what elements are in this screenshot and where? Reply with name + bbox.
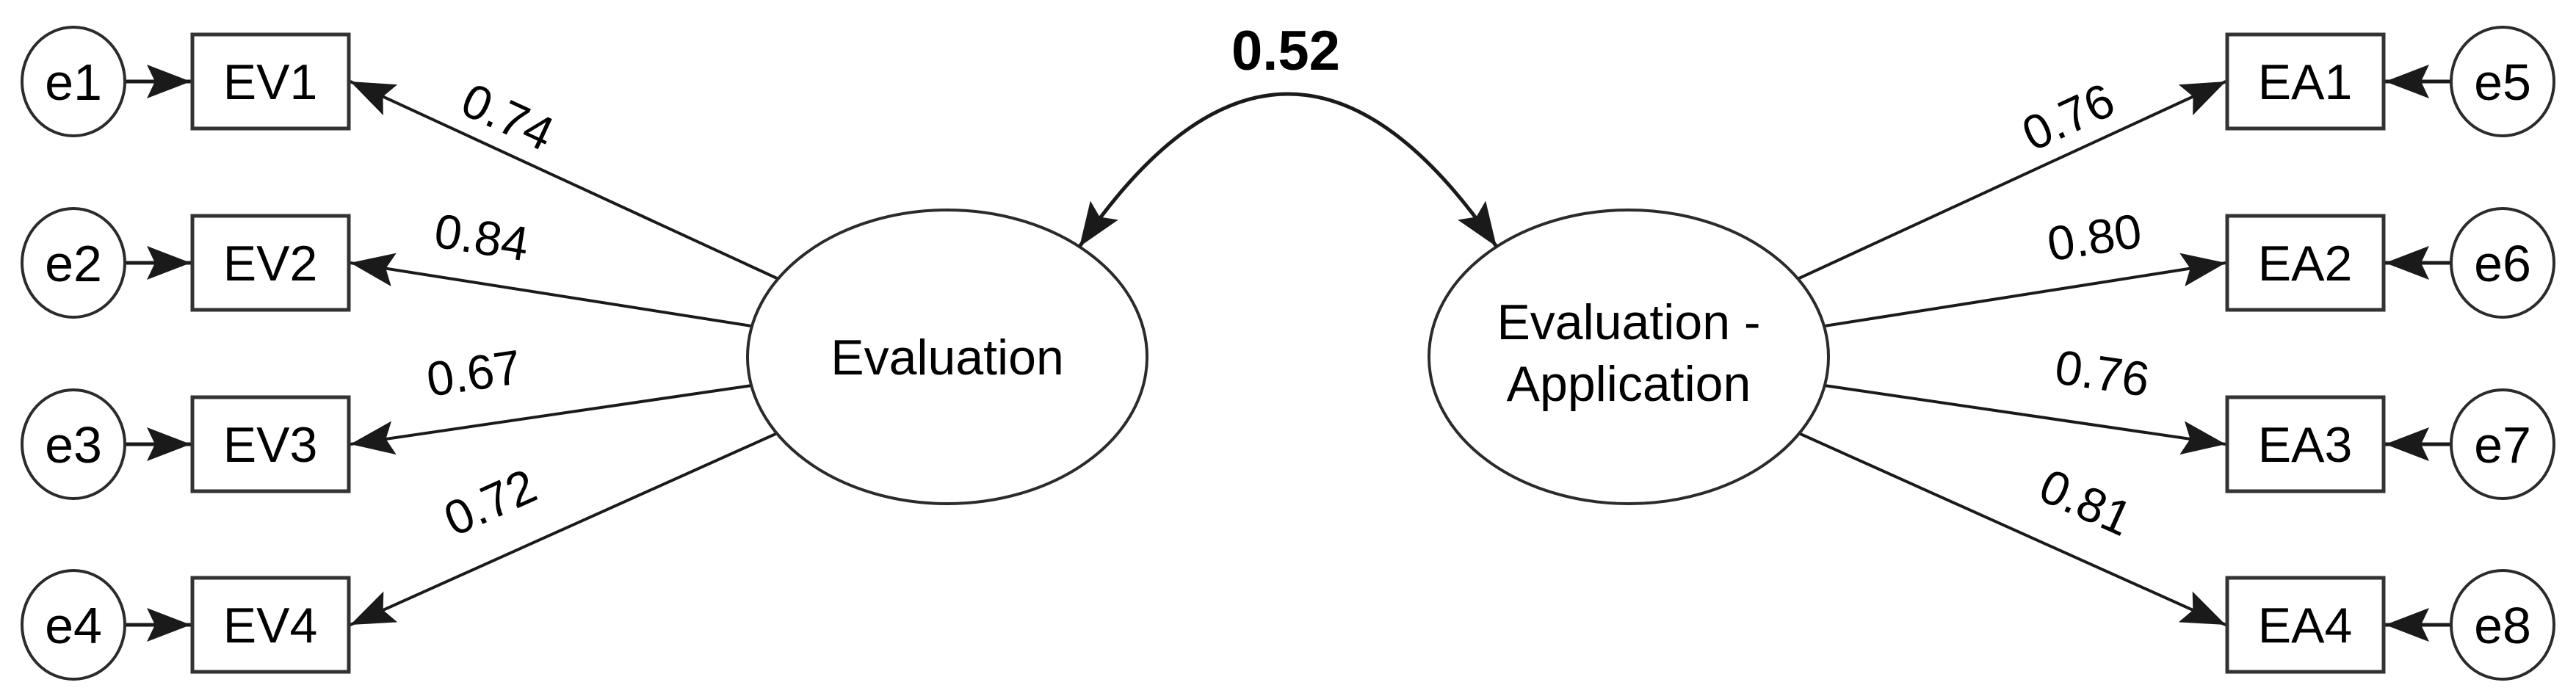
latent-evaluation-application-label-line1: Evaluation - bbox=[1497, 294, 1760, 350]
indicator-ev2-box bbox=[190, 214, 351, 312]
correlation-label: 0.52 bbox=[1231, 20, 1340, 82]
indicator-ev4-box bbox=[190, 576, 351, 674]
error-e4-label: e4 bbox=[45, 597, 102, 654]
error-e3-label: e3 bbox=[45, 416, 102, 474]
right-error-arrows bbox=[2385, 65, 2503, 642]
indicator-ev4-label: EV4 bbox=[223, 598, 318, 653]
loading-label-ea4: 0.81 bbox=[2032, 458, 2141, 546]
latent-evaluation-application-ellipse bbox=[1428, 209, 1830, 505]
error-e1-label: e1 bbox=[45, 54, 102, 111]
right-indicator-boxes bbox=[2225, 32, 2386, 674]
indicator-ea4-label: EA4 bbox=[2258, 598, 2353, 653]
indicator-ev3-box bbox=[190, 395, 351, 493]
error-e5-circle bbox=[2450, 26, 2555, 137]
error-e2-label: e2 bbox=[45, 235, 102, 292]
left-error-arrows bbox=[73, 65, 191, 642]
error-e7-label: e7 bbox=[2474, 416, 2531, 474]
latent-evaluation-ellipse bbox=[746, 209, 1148, 505]
error-e2-circle bbox=[21, 207, 126, 319]
right-error-circles bbox=[2450, 26, 2555, 681]
indicator-ea2-label: EA2 bbox=[2258, 236, 2353, 291]
error-e6-label: e6 bbox=[2474, 235, 2531, 292]
indicator-ea2-box bbox=[2225, 214, 2386, 312]
error-e8-circle bbox=[2450, 569, 2555, 681]
loading-label-ea2: 0.80 bbox=[2044, 203, 2145, 271]
loading-label-ev1: 0.74 bbox=[454, 72, 562, 161]
indicator-ea1-box bbox=[2225, 32, 2386, 131]
error-e7-circle bbox=[2450, 388, 2555, 500]
error-e6-circle bbox=[2450, 207, 2555, 319]
error-e1-circle bbox=[21, 26, 126, 137]
loading-label-ev2: 0.84 bbox=[431, 203, 532, 271]
loading-label-ev3: 0.67 bbox=[423, 339, 524, 407]
indicator-ea3-label: EA3 bbox=[2258, 417, 2353, 473]
loading-label-ea1: 0.76 bbox=[2014, 72, 2123, 161]
covariance-arc bbox=[1077, 92, 1499, 248]
left-indicator-boxes bbox=[190, 32, 351, 674]
left-error-circles bbox=[21, 26, 126, 681]
error-e3-circle bbox=[21, 388, 126, 500]
indicator-ea1-label: EA1 bbox=[2258, 54, 2353, 110]
indicator-ev1-box bbox=[190, 32, 351, 131]
indicator-ev3-label: EV3 bbox=[223, 417, 318, 473]
loading-label-ea3: 0.76 bbox=[2052, 339, 2153, 407]
indicator-ev2-label: EV2 bbox=[223, 236, 318, 291]
latent-evaluation-label: Evaluation bbox=[831, 330, 1064, 385]
loading-label-ev4: 0.72 bbox=[436, 458, 545, 546]
error-e8-label: e8 bbox=[2474, 597, 2531, 654]
indicator-ea3-box bbox=[2225, 395, 2386, 493]
indicator-ea4-box bbox=[2225, 576, 2386, 674]
error-e4-circle bbox=[21, 569, 126, 681]
error-e5-label: e5 bbox=[2474, 54, 2531, 111]
indicator-ev1-label: EV1 bbox=[223, 54, 318, 110]
latent-evaluation-application-label-line2: Application bbox=[1507, 356, 1751, 412]
